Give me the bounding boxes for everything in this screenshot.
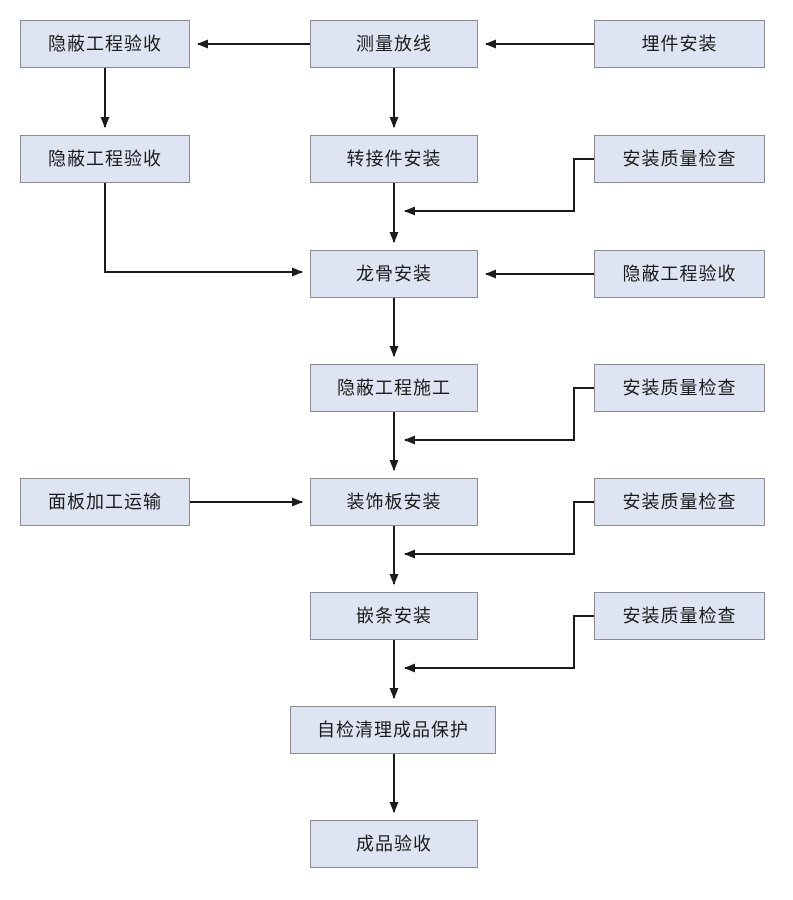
flow-node-label: 安装质量检查 — [622, 149, 737, 169]
flow-node-n11[interactable]: 面板加工运输 — [20, 478, 190, 526]
flow-node-n10[interactable]: 安装质量检查 — [594, 364, 765, 412]
flow-node-label: 安装质量检查 — [622, 378, 737, 398]
flow-node-label: 嵌条安装 — [356, 606, 432, 626]
flow-node-label: 装饰板安装 — [346, 492, 442, 512]
flow-node-n17[interactable]: 成品验收 — [310, 820, 478, 868]
flow-node-n5[interactable]: 转接件安装 — [310, 135, 478, 183]
flow-node-label: 隐蔽工程验收 — [48, 149, 162, 169]
flow-node-label: 转接件安装 — [346, 149, 442, 169]
flow-node-label: 安装质量检查 — [622, 606, 737, 626]
flow-node-label: 隐蔽工程验收 — [622, 264, 737, 284]
flow-node-n1[interactable]: 隐蔽工程验收 — [20, 20, 190, 68]
flow-node-n9[interactable]: 隐蔽工程施工 — [310, 364, 478, 412]
flow-edge-n4-to-n7 — [104, 183, 303, 277]
flow-node-n12[interactable]: 装饰板安装 — [310, 478, 478, 526]
flow-node-label: 成品验收 — [356, 834, 432, 854]
flow-node-n8[interactable]: 隐蔽工程验收 — [594, 250, 765, 298]
flow-node-label: 隐蔽工程施工 — [337, 378, 451, 398]
flow-node-label: 埋件安装 — [641, 34, 718, 54]
flow-node-label: 面板加工运输 — [48, 492, 162, 512]
flow-node-n2[interactable]: 测量放线 — [310, 20, 478, 68]
flow-node-n16[interactable]: 自检清理成品保护 — [290, 706, 496, 754]
flow-node-label: 测量放线 — [356, 34, 432, 54]
flow-node-n14[interactable]: 嵌条安装 — [310, 592, 478, 640]
flow-node-label: 隐蔽工程验收 — [48, 34, 162, 54]
flow-node-label: 龙骨安装 — [356, 264, 432, 284]
flow-node-n15[interactable]: 安装质量检查 — [594, 592, 765, 640]
flow-node-n7[interactable]: 龙骨安装 — [310, 250, 478, 298]
flow-node-label: 自检清理成品保护 — [317, 720, 469, 740]
flow-node-n4[interactable]: 隐蔽工程验收 — [20, 135, 190, 183]
flow-node-n6[interactable]: 安装质量检查 — [594, 135, 765, 183]
flow-node-label: 安装质量检查 — [622, 492, 737, 512]
flow-node-n13[interactable]: 安装质量检查 — [594, 478, 765, 526]
flow-node-n3[interactable]: 埋件安装 — [594, 20, 765, 68]
